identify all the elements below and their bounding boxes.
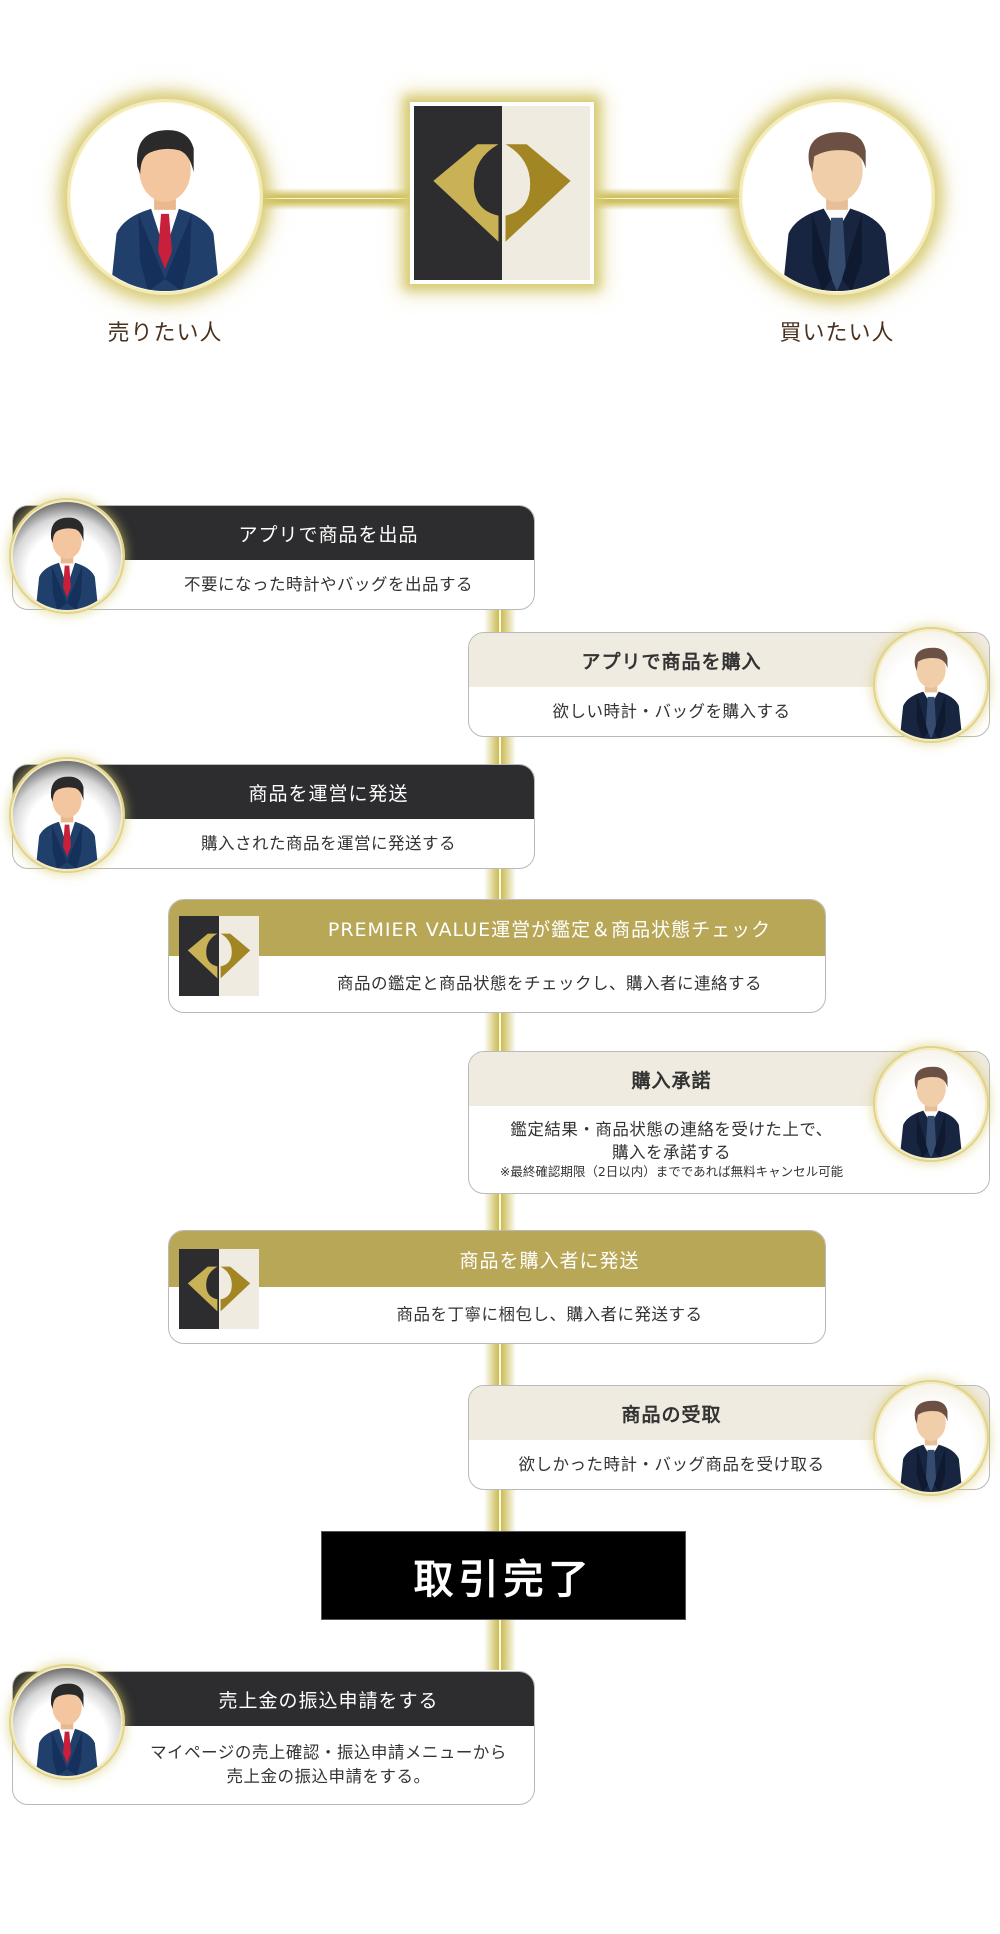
seller-avatar bbox=[11, 500, 123, 612]
seller-person-icon bbox=[13, 502, 121, 610]
diamond-logo-icon bbox=[179, 916, 259, 996]
premier-value-logo bbox=[410, 102, 594, 284]
diamond-logo-icon bbox=[414, 106, 590, 280]
step-description-line1: 鑑定結果・商品状態の連絡を受けた上で、 bbox=[510, 1120, 833, 1140]
seller-avatar bbox=[70, 102, 260, 292]
buyer-person-icon bbox=[877, 631, 985, 739]
step-description: 欲しい時計・バッグを購入する bbox=[552, 702, 791, 722]
step-description: 商品を丁寧に梱包し、購入者に発送する bbox=[396, 1305, 703, 1325]
step-description: 商品の鑑定と商品状態をチェックし、購入者に連絡する bbox=[337, 974, 762, 994]
buyer-avatar bbox=[742, 102, 932, 292]
buyer-label: 買いたい人 bbox=[779, 321, 895, 346]
buyer-avatar bbox=[875, 1382, 987, 1494]
step-description-line2: 購入を承諾する bbox=[612, 1142, 731, 1162]
step-card-ship-to-buyer: 商品を購入者に発送 商品を丁寧に梱包し、購入者に発送する bbox=[168, 1230, 826, 1344]
buyer-person-icon bbox=[743, 103, 931, 291]
seller-avatar bbox=[11, 759, 123, 871]
step-card-payout-request: 売上金の振込申請をする マイページの売上確認・振込申請メニューから 売上金の振込… bbox=[11, 1666, 535, 1805]
seller-person-icon bbox=[71, 103, 259, 291]
step-title: PREMIER VALUE運営が鑑定＆商品状態チェック bbox=[169, 900, 825, 956]
transaction-complete-banner: 取引完了 bbox=[321, 1531, 686, 1620]
diamond-logo-icon bbox=[179, 1249, 259, 1329]
step-description: 購入された商品を運営に発送する bbox=[201, 834, 456, 854]
step-description: 欲しかった時計・バッグ商品を受け取る bbox=[518, 1455, 825, 1475]
seller-avatar bbox=[11, 1666, 123, 1778]
premier-value-logo bbox=[179, 1249, 259, 1329]
buyer-avatar bbox=[875, 629, 987, 741]
buyer-person-icon bbox=[877, 1050, 985, 1158]
step-card-approve: 購入承諾 鑑定結果・商品状態の連絡を受けた上で、 購入を承諾する ※最終確認期限… bbox=[468, 1048, 990, 1194]
step-card-ship-to-operator: 商品を運営に発送 購入された商品を運営に発送する bbox=[11, 759, 535, 871]
buyer-avatar bbox=[875, 1048, 987, 1160]
step-card-purchase: アプリで商品を購入 欲しい時計・バッグを購入する bbox=[468, 629, 990, 741]
seller-person-icon bbox=[13, 761, 121, 869]
step-description-line2: 売上金の振込申請をする。 bbox=[226, 1767, 431, 1786]
step-description-line1: マイページの売上確認・振込申請メニューから bbox=[150, 1743, 507, 1763]
step-title: 商品を購入者に発送 bbox=[169, 1231, 825, 1287]
buyer-person-icon bbox=[877, 1384, 985, 1492]
step-card-list-item: アプリで商品を出品 不要になった時計やバッグを出品する bbox=[11, 500, 535, 612]
step-card-receive: 商品の受取 欲しかった時計・バッグ商品を受け取る bbox=[468, 1382, 990, 1494]
step-description: 不要になった時計やバッグを出品する bbox=[184, 575, 473, 595]
premier-value-logo bbox=[179, 916, 259, 996]
step-card-appraisal: PREMIER VALUE運営が鑑定＆商品状態チェック 商品の鑑定と商品状態をチ… bbox=[168, 899, 826, 1013]
cancel-note: ※最終確認期限（2日以内）までであれば無料キャンセル可能 bbox=[499, 1163, 844, 1179]
seller-person-icon bbox=[13, 1668, 121, 1776]
seller-label: 売りたい人 bbox=[107, 321, 223, 346]
